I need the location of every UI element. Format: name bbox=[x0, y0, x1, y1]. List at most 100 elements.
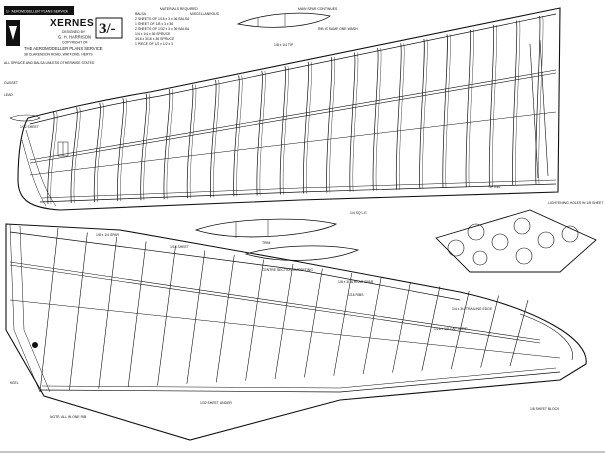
wing-rib-edge bbox=[306, 61, 312, 194]
wing-rib bbox=[279, 66, 286, 195]
gusset-note: GUSSET bbox=[4, 81, 18, 85]
rib-section-top: MAIN SPAR CONTINUES RIB IS SAME ONE WASH… bbox=[236, 7, 358, 47]
wing-rib bbox=[39, 227, 59, 393]
wing-rib bbox=[256, 70, 263, 196]
wing-rib-edge bbox=[236, 75, 243, 197]
aeromodeller-logo bbox=[6, 20, 20, 46]
designer-name: G. H. HARRISON bbox=[58, 35, 91, 40]
sheet-note: 1/16 SHEET bbox=[170, 245, 189, 249]
plan-title: XERNES bbox=[50, 18, 94, 29]
materials-col-left: BALSA bbox=[135, 12, 147, 16]
wing-rib bbox=[69, 232, 88, 391]
materials-row: 1 SHEET OF 1/8 x 3 x 36 bbox=[135, 22, 173, 26]
upper-ribs bbox=[47, 15, 544, 205]
rear-spar-note: 1/8 x 3/16 REAR SPAR bbox=[338, 280, 374, 284]
publisher-address: 38 CLARENDON ROAD, WATFORD, HERTS bbox=[24, 53, 93, 57]
materials-row: 1 PIECE OF 1/2 x 1/2 x 3 bbox=[135, 42, 173, 46]
wing-rib bbox=[93, 102, 101, 203]
wing-rib-edge bbox=[73, 107, 81, 204]
wing-rib bbox=[157, 245, 176, 386]
materials-row: 2 SHEETS OF 1/32 x 3 x 36 BALSA bbox=[135, 27, 190, 31]
leading-edge-note: 1/4 SQ L.E. bbox=[350, 211, 368, 215]
wing-rib-edge bbox=[468, 29, 474, 187]
wing-rib-edge bbox=[166, 89, 173, 200]
wing-rib bbox=[392, 281, 411, 373]
wing-rib-edge bbox=[375, 47, 382, 191]
wing-rib-edge bbox=[422, 38, 428, 189]
wing-rib bbox=[245, 259, 264, 381]
wing-rib-edge bbox=[329, 57, 335, 193]
wing-rib bbox=[395, 43, 402, 190]
wing-rib bbox=[450, 290, 470, 370]
wing-rib bbox=[442, 34, 448, 188]
wing-rib-edge bbox=[282, 66, 289, 195]
wing-rib-edge bbox=[50, 111, 58, 205]
wing-rib bbox=[215, 254, 235, 383]
wing-rib bbox=[47, 111, 55, 205]
lightening-note: LIGHTENING HOLES IN 1/8 SHEET bbox=[548, 201, 603, 205]
wing-rib bbox=[333, 272, 353, 376]
mid-rib-sections: TRIM CENTRE SECTION GUSSETING 1/4 SQ L.E… bbox=[194, 211, 368, 272]
publisher-name: THE AEROMODELLER PLANS SERVICE bbox=[24, 46, 103, 51]
designed-by-label: DESIGNED BY bbox=[62, 30, 86, 34]
price-label: 3/- bbox=[99, 21, 116, 37]
wing-rib bbox=[233, 75, 240, 197]
tip-rib-label: TIP RIB bbox=[488, 185, 501, 189]
wing-rib bbox=[304, 268, 323, 378]
lightening-hole-panel: LIGHTENING HOLES IN 1/8 SHEET bbox=[435, 201, 603, 273]
wing-rib-edge bbox=[538, 15, 544, 185]
wing-note: NOTE: ALL IN ONE RIB bbox=[50, 415, 87, 419]
wing-rib bbox=[186, 250, 206, 384]
wing-rib bbox=[186, 84, 194, 199]
wing-rib bbox=[535, 15, 541, 185]
lower-ribs bbox=[39, 227, 529, 393]
main-spar-note: MAIN SPAR CONTINUES bbox=[298, 7, 338, 11]
lower-wing-panel: 1/8 x 1/4 SPAR 1/16 SHEET 1/8 x 3/16 REA… bbox=[5, 223, 587, 441]
wing-rib bbox=[421, 286, 441, 371]
wing-rib-edge bbox=[352, 52, 359, 192]
wing-rib bbox=[480, 295, 499, 368]
wing-rib-edge bbox=[120, 98, 127, 202]
materials-row: 1/4 x 1/4 x 36 SPRUCE bbox=[135, 32, 171, 36]
wing-rib bbox=[419, 38, 425, 189]
wing-rib bbox=[302, 61, 309, 194]
spar-note: 1/8 x 1/4 SPAR bbox=[96, 233, 119, 237]
wing-rib-edge bbox=[143, 93, 150, 201]
trim-note: TRIM bbox=[262, 241, 270, 245]
wing-rib bbox=[509, 299, 529, 367]
wing-rib bbox=[70, 107, 78, 204]
wing-rib-edge bbox=[213, 79, 220, 198]
wing-rib bbox=[349, 52, 356, 192]
wing-rib bbox=[488, 25, 495, 186]
wing-rib-edge bbox=[492, 25, 497, 186]
wing-rib bbox=[140, 93, 147, 201]
materials-row: 3/16 x 3/16 x 36 SPRUCE bbox=[135, 37, 175, 41]
copyright-label: COPYRIGHT OF bbox=[62, 41, 88, 45]
sheet-lower-note: 1/32 SHEET UNDER bbox=[200, 401, 232, 405]
wing-rib-edge bbox=[259, 70, 266, 196]
materials-col-right: MISCELLANEOUS bbox=[190, 12, 220, 16]
wash-in-note: RIB IS SAME ONE WASH bbox=[318, 27, 358, 31]
wing-rib-edge bbox=[399, 43, 405, 190]
wing-rib-edge bbox=[97, 102, 104, 203]
plan-note: ALL SPRUCE AND BALSA UNLESS OTHERWISE ST… bbox=[4, 61, 95, 65]
wing-rib-edge bbox=[515, 20, 521, 185]
wing-rib bbox=[274, 263, 294, 380]
wing-rib bbox=[127, 241, 147, 388]
wing-rib bbox=[512, 20, 518, 185]
centre-note: CENTRE SECTION GUSSETING bbox=[262, 268, 313, 272]
tip-note: 1/8 x 1/4 TIP bbox=[274, 43, 294, 47]
tip-block-note: 1/8 SHEET BLOCK bbox=[530, 407, 560, 411]
trailing-note: 1/4 x 3/4 TRAILING EDGE bbox=[452, 307, 493, 311]
materials-row: 2 SHEETS OF 1/16 x 3 x 36 BALSA bbox=[135, 17, 190, 21]
wing-rib bbox=[362, 277, 382, 375]
fairing-note: 1/32 SHEET bbox=[20, 125, 39, 129]
wing-rib-edge bbox=[445, 34, 451, 188]
cap-strip-note: 1/16 x 1/8 CAP STRIP bbox=[434, 327, 468, 331]
materials-heading: MATERIALS REQUIRED bbox=[160, 7, 198, 11]
title-block: 1/- 'AEROMODELLER' PLANS SERVICE XERNES … bbox=[4, 6, 123, 65]
lead-note: LEAD bbox=[4, 93, 13, 97]
wing-rib bbox=[98, 236, 118, 389]
series-note: 1/- 'AEROMODELLER' PLANS SERVICE bbox=[6, 10, 69, 14]
